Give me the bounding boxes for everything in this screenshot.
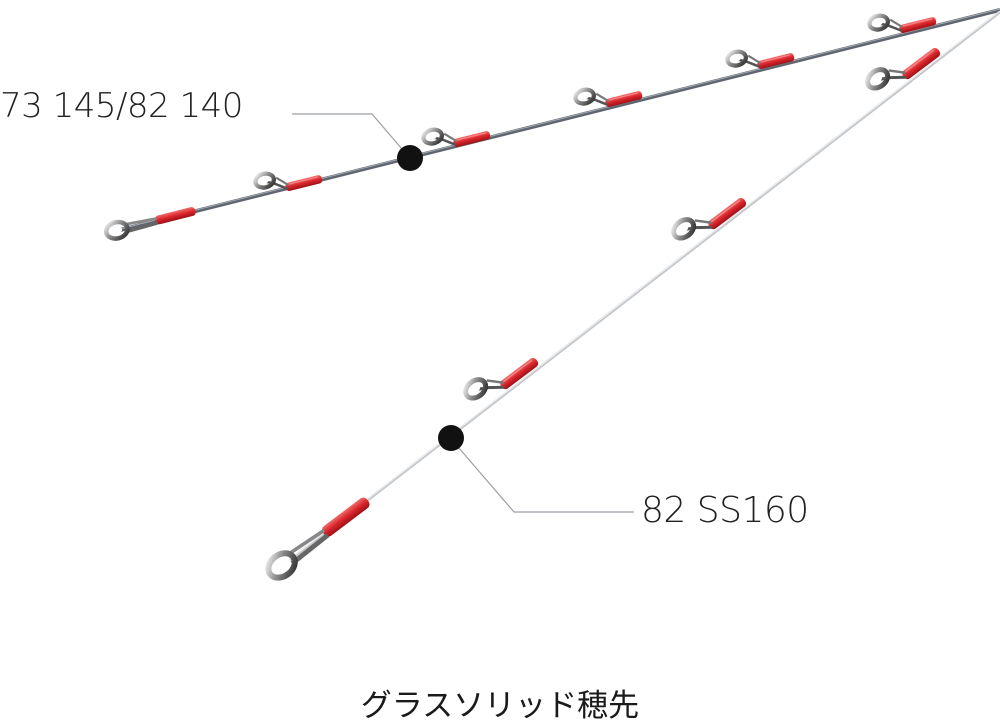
upper-rod-spec-label: 73 145/82 140 bbox=[0, 86, 243, 126]
upper-rod bbox=[104, 2, 1000, 240]
upper-rod-guide bbox=[422, 116, 491, 154]
lower-marker-dot bbox=[438, 425, 464, 451]
upper-marker-dot bbox=[397, 145, 423, 171]
upper-leader-line bbox=[292, 113, 409, 157]
caption: グラスソリッド穂先 bbox=[360, 688, 640, 724]
lower-rod-spec-label: 82 SS160 bbox=[641, 490, 809, 531]
lower-rod-blank bbox=[289, 10, 1000, 562]
lower-callout bbox=[438, 425, 634, 513]
upper-rod-blank bbox=[119, 8, 1000, 232]
upper-callout bbox=[292, 113, 423, 171]
lower-rod bbox=[264, 10, 1000, 583]
lower-leader-line bbox=[451, 439, 634, 513]
